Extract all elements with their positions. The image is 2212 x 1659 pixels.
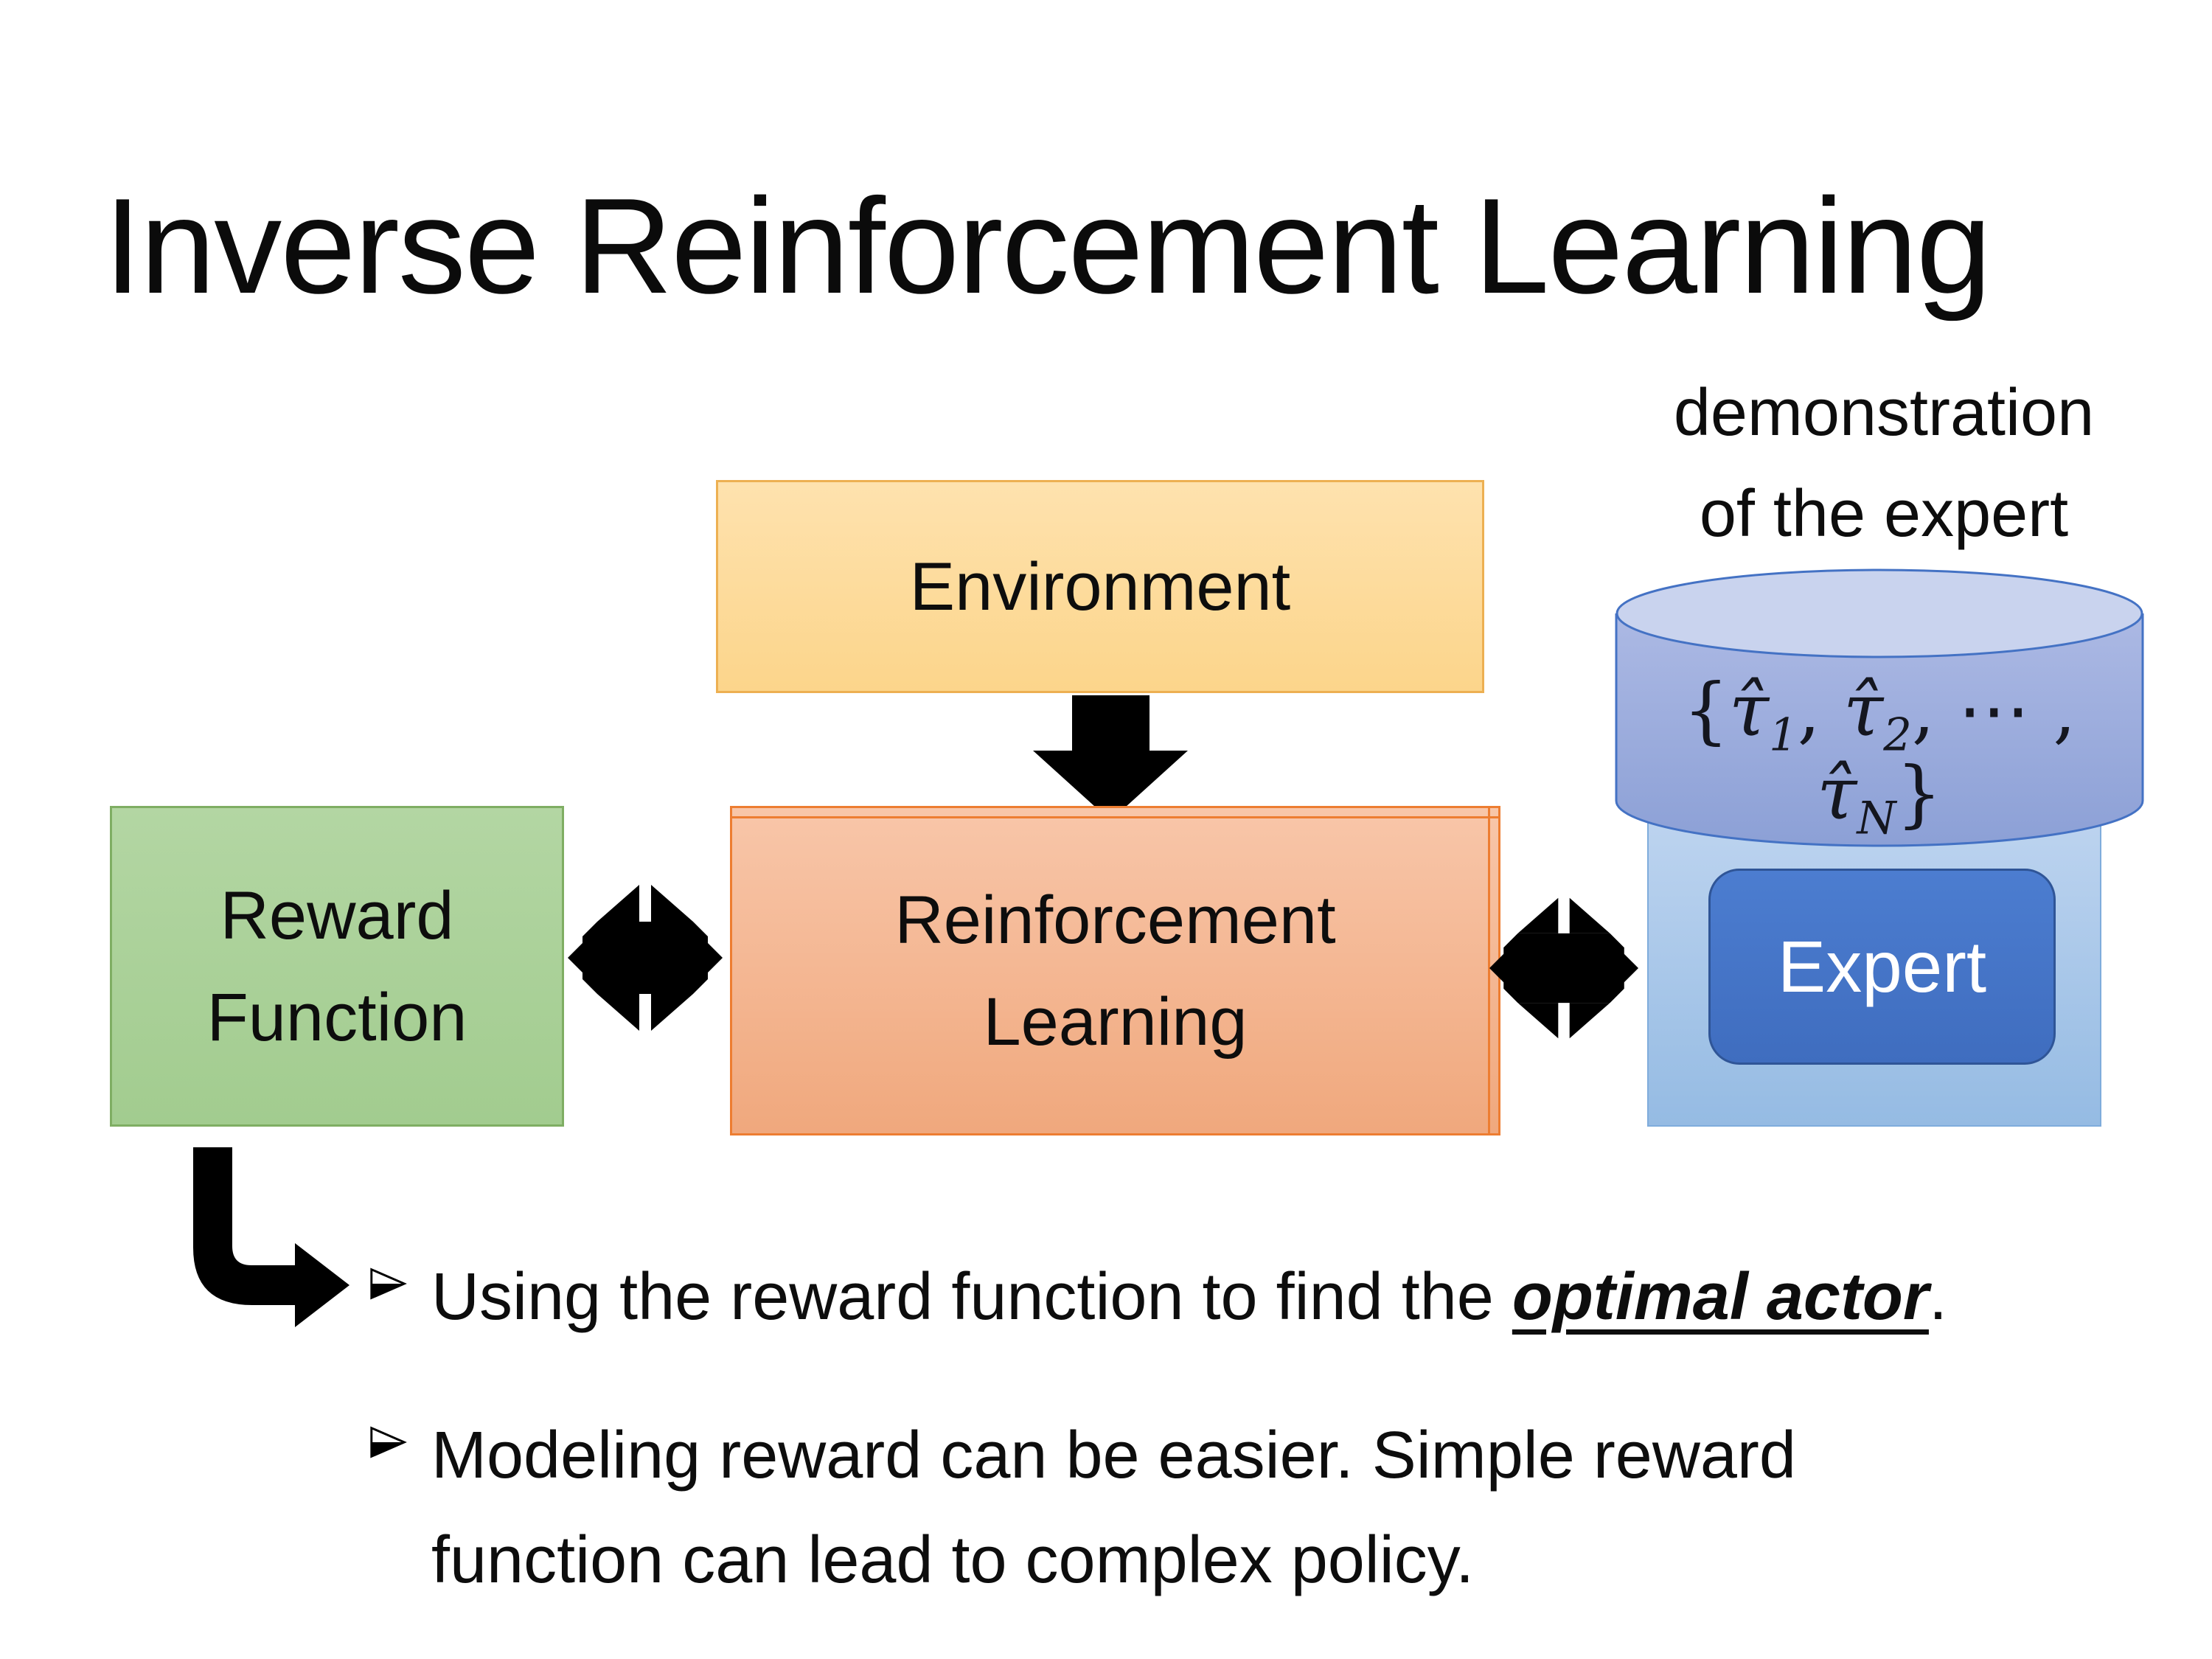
- rl-box-inner-top-line: [732, 816, 1498, 818]
- reinforcement-learning-label-line1: Reinforcement: [894, 882, 1336, 958]
- bullet-1-text: Using the reward function to find the: [431, 1260, 1512, 1334]
- cylinder-top: [1615, 568, 2143, 658]
- environment-box: Environment: [716, 480, 1484, 693]
- bullet-item-2: Modeling reward can be easier. Simple re…: [431, 1403, 1877, 1613]
- cylinder-body: [1615, 613, 2144, 847]
- reinforcement-learning-label-line2: Learning: [983, 984, 1248, 1060]
- down-arrow-icon: [1033, 695, 1188, 821]
- reward-function-label-line2: Function: [206, 979, 467, 1055]
- double-arrow-left-icon: [568, 885, 723, 1031]
- expert-box-label: Expert: [1777, 925, 1987, 1007]
- bullet-2-text: Modeling reward can be easier. Simple re…: [431, 1419, 1796, 1598]
- bullet-1-period: .: [1928, 1260, 1947, 1334]
- demonstration-label: demonstration of the expert: [1593, 363, 2175, 565]
- demonstration-cylinder: [1615, 568, 2144, 847]
- expert-box: Expert: [1708, 869, 2056, 1065]
- rl-box-inner-right-line: [1488, 808, 1490, 1133]
- demonstration-label-line2: of the expert: [1699, 476, 2069, 551]
- reinforcement-learning-box: Reinforcement Learning: [730, 806, 1500, 1135]
- bullet-item-1: Using the reward function to find the op…: [431, 1245, 2127, 1349]
- bullet-arrowhead-icon: [370, 1426, 407, 1458]
- page-title: Inverse Reinforcement Learning: [103, 170, 1992, 321]
- reward-function-label-line1: Reward: [220, 877, 454, 953]
- environment-box-label: Environment: [909, 549, 1291, 625]
- bullet-1-emphasis: optimal actor: [1512, 1260, 1929, 1334]
- elbow-arrow-icon: [193, 1147, 349, 1327]
- demonstration-label-line1: demonstration: [1673, 376, 2095, 450]
- trajectory-set-label: {τ̂1, τ̂2, ⋯ , τ̂N}: [1683, 669, 2076, 845]
- reward-function-box: Reward Function: [110, 806, 564, 1127]
- bullet-arrowhead-icon: [370, 1267, 407, 1300]
- double-arrow-right-icon: [1489, 897, 1638, 1039]
